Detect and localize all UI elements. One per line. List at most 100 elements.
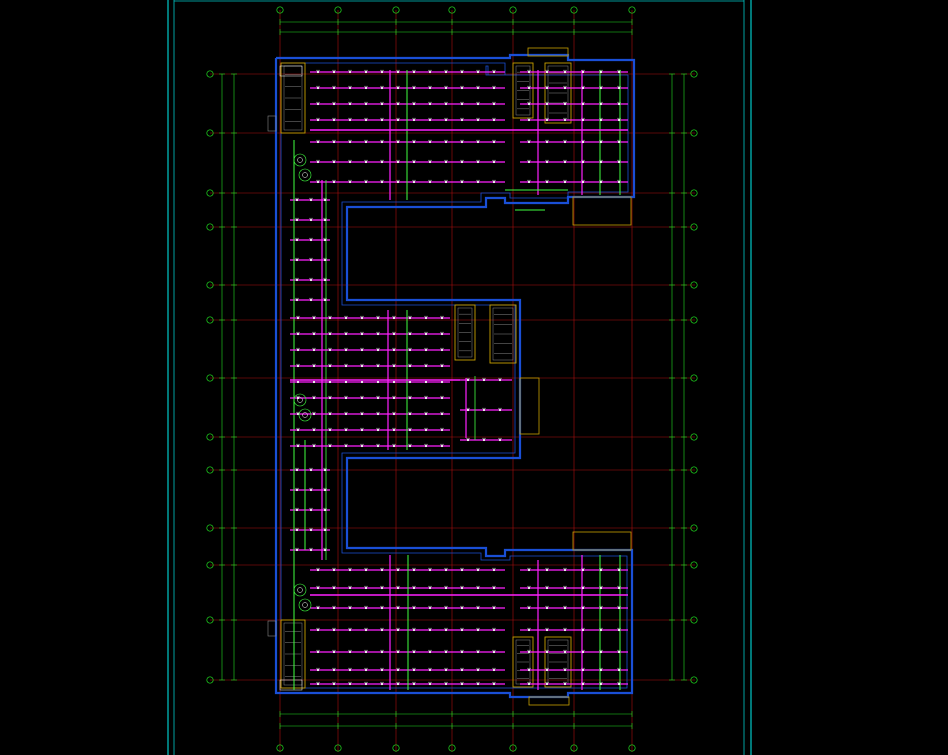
sprinkler-head [296, 444, 300, 448]
sprinkler-head [444, 682, 448, 686]
sprinkler-head [563, 140, 567, 144]
sprinkler-head [408, 348, 412, 352]
sprinkler-head [396, 668, 400, 672]
sprinkler-head [492, 606, 496, 610]
sprinkler-head [312, 396, 316, 400]
stair-core [454, 304, 476, 361]
sprinkler-head [428, 140, 432, 144]
outer-wall [274, 53, 636, 699]
sprinkler-head [545, 628, 549, 632]
sprinkler-head [348, 86, 352, 90]
sprinkler-head [296, 348, 300, 352]
sprinkler-head [376, 380, 380, 384]
valve-group [298, 598, 312, 612]
sprinkler-head [476, 118, 480, 122]
sprinkler-head [392, 396, 396, 400]
sprinkler-head [380, 568, 384, 572]
dimension-lines [219, 19, 687, 729]
sprinkler-head [323, 218, 327, 222]
sprinkler-head [444, 180, 448, 184]
sprinkler-head [545, 180, 549, 184]
sprinkler-head [348, 650, 352, 654]
sprinkler-head [428, 650, 432, 654]
sprinkler-head [316, 102, 320, 106]
sprinkler-head [396, 140, 400, 144]
sprinkler-head [444, 86, 448, 90]
axis-bubble [690, 70, 698, 78]
sprinkler-head [545, 118, 549, 122]
axis-bubble [690, 676, 698, 684]
sprinkler-head [412, 70, 416, 74]
sprinkler-head [476, 650, 480, 654]
core-inner [515, 65, 531, 116]
sprinkler-head [376, 316, 380, 320]
axis-bubble [570, 744, 578, 752]
sprinkler-head [348, 668, 352, 672]
sprinkler-head [460, 682, 464, 686]
sprinkler-head [424, 428, 428, 432]
sprinkler-head [460, 140, 464, 144]
sprinkler-head [328, 428, 332, 432]
sprinkler-head [527, 682, 531, 686]
sprinkler-head [380, 668, 384, 672]
sprinkler-head [460, 180, 464, 184]
sprinkler-head [316, 118, 320, 122]
sprinkler-head [460, 586, 464, 590]
sprinkler-head [599, 140, 603, 144]
sprinkler-head [360, 444, 364, 448]
axis-bubble [206, 374, 214, 382]
sprinkler-head [380, 586, 384, 590]
sprinkler-head [563, 568, 567, 572]
sprinkler-head [332, 180, 336, 184]
sprinkler-head [545, 606, 549, 610]
axis-bubble [690, 281, 698, 289]
sprinkler-head [581, 102, 585, 106]
sprinkler-head [412, 650, 416, 654]
sprinkler-head [309, 488, 313, 492]
core-outline [544, 636, 572, 688]
axis-bubble [206, 676, 214, 684]
sprinkler-head [295, 488, 299, 492]
sprinkler-head [396, 180, 400, 184]
sprinkler-head [376, 444, 380, 448]
sprinkler-head [440, 332, 444, 336]
sprinkler-head [380, 180, 384, 184]
sprinkler-head [344, 332, 348, 336]
sprinkler-head [527, 180, 531, 184]
canopy-outline [572, 196, 632, 226]
sprinkler-head [617, 586, 621, 590]
valve-group [297, 587, 303, 593]
sprinkler-head [408, 380, 412, 384]
sprinkler-head [581, 70, 585, 74]
sprinkler-head [545, 682, 549, 686]
axis-bubble [334, 744, 342, 752]
sprinkler-head [323, 258, 327, 262]
sprinkler-head [599, 180, 603, 184]
sprinkler-head [323, 298, 327, 302]
sprinkler-head [295, 238, 299, 242]
axis-bubble [392, 6, 400, 14]
sprinkler-head [492, 668, 496, 672]
sprinkler-head [492, 118, 496, 122]
sprinkler-head [428, 86, 432, 90]
bay-window [267, 620, 277, 637]
sprinkler-head [380, 118, 384, 122]
sprinkler-head [360, 364, 364, 368]
sprinkler-head [444, 586, 448, 590]
sprinkler-head [476, 102, 480, 106]
sprinkler-head [380, 86, 384, 90]
sprinkler-head [323, 278, 327, 282]
stair-core [489, 304, 517, 364]
sprinkler-head [380, 650, 384, 654]
sprinkler-head [316, 180, 320, 184]
sprinkler-head [408, 396, 412, 400]
sprinkler-head [617, 606, 621, 610]
sprinkler-head [428, 682, 432, 686]
sprinkler-head [545, 586, 549, 590]
sprinkler-head [323, 508, 327, 512]
sprinkler-head [492, 86, 496, 90]
stair-core [280, 619, 306, 689]
sprinkler-head [392, 364, 396, 368]
valve-group [293, 153, 307, 167]
sprinkler-head [344, 364, 348, 368]
